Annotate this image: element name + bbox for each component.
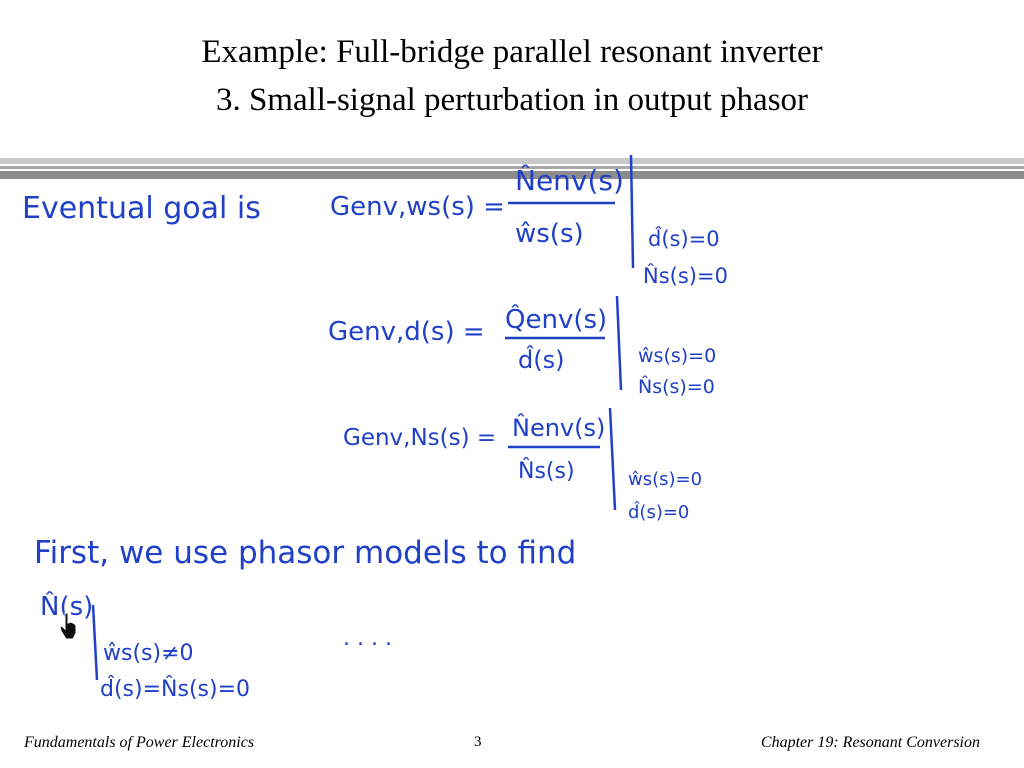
eq3-numerator: N̂env(s) [512,414,605,442]
eq1-lhs: Genv,ws(s) = [330,192,505,222]
eq1-numerator: N̂env(s) [515,164,624,197]
eq3-evaluation-bar [608,407,617,511]
first-text: First, we use phasor models to find [34,535,576,571]
eq3-denominator: N̂s(s) [518,458,575,484]
eq1-evaluation-bar [629,154,635,269]
equation-3: Genv,Ns(s) = N̂env(s) N̂s(s) ŵs(s)=0 d̂(… [343,407,702,523]
intro-text: Eventual goal is [22,191,261,226]
eq1-condition-1: d̂(s)=0 [648,226,720,251]
bottom-condition-1: ŵs(s)≠0 [103,641,194,666]
footer-book-title: Fundamentals of Power Electronics [24,734,255,751]
bottom-evaluation-bar [91,604,99,681]
header-rule-mid [0,166,1024,169]
footer-chapter: Chapter 19: Resonant Conversion [760,734,980,751]
eq1-condition-2: N̂s(s)=0 [643,263,728,288]
footer-page-number: 3 [474,734,482,750]
eq2-condition-1: ŵs(s)=0 [638,345,716,367]
ellipsis: . . . . [343,626,392,651]
header-rule-dark [0,171,1024,179]
eq2-condition-2: N̂s(s)=0 [638,376,715,398]
eq3-condition-1: ŵs(s)=0 [628,469,702,490]
eq2-lhs: Genv,d(s) = [328,317,485,347]
equation-1: Genv,ws(s) = N̂env(s) ŵs(s) d̂(s)=0 N̂s(… [330,154,728,288]
title-line-2: 3. Small-signal perturbation in output p… [215,82,809,118]
eq2-denominator: d̂(s) [518,346,564,374]
slide-title: Example: Full-bridge parallel resonant i… [0,28,1024,124]
bottom-expression: N̂(s) ŵs(s)≠0 d̂(s)=N̂s(s)=0 . . . . [40,590,392,702]
eq3-lhs: Genv,Ns(s) = [343,425,496,451]
handwritten-notes: Eventual goal is Genv,ws(s) = N̂env(s) ŵ… [22,154,728,702]
bottom-condition-2: d̂(s)=N̂s(s)=0 [100,676,250,702]
header-rule-light [0,158,1024,164]
eq1-denominator: ŵs(s) [515,219,584,249]
title-line-1: Example: Full-bridge parallel resonant i… [201,34,823,70]
eq3-condition-2: d̂(s)=0 [628,502,689,523]
hand-pointer-icon [59,612,77,640]
equation-2: Genv,d(s) = Q̂env(s) d̂(s) ŵs(s)=0 N̂s(s… [328,295,716,398]
eq2-numerator: Q̂env(s) [505,303,607,335]
eq2-evaluation-bar [615,295,623,391]
